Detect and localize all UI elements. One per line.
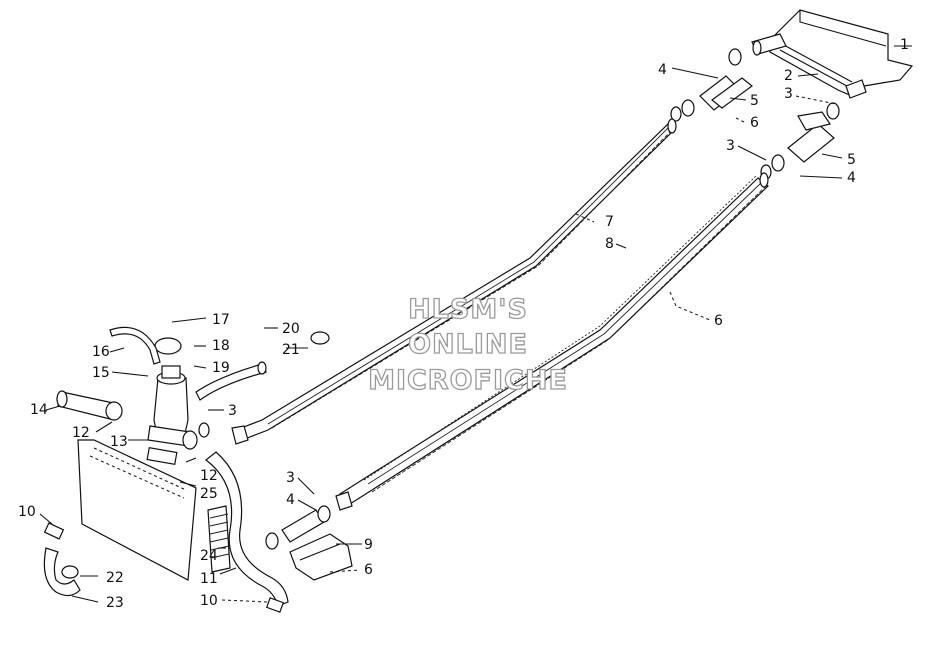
callout-4: 4 <box>286 492 295 508</box>
callout-6: 6 <box>364 562 373 578</box>
cooling-extrusion-upper <box>231 118 677 445</box>
overflow-hose <box>109 326 161 365</box>
watermark-line-2: ONLINE <box>408 329 528 360</box>
callout-12: 12 <box>72 425 90 441</box>
plate-outlet-tube <box>826 79 867 120</box>
leader-lines <box>39 45 912 603</box>
upper-connector-hose <box>670 75 753 122</box>
callout-6: 6 <box>714 313 723 329</box>
callout-labels: 1 2 3 4 5 6 3 5 4 7 8 6 17 20 16 18 21 1… <box>18 37 909 611</box>
cooling-extrusion-lower <box>335 172 769 511</box>
front-connector-hose <box>265 505 331 550</box>
hose-clamp-10a <box>43 522 65 540</box>
callout-14: 14 <box>30 402 48 418</box>
hose-clamp-10b <box>265 597 285 613</box>
callout-5: 5 <box>750 93 759 109</box>
callout-13: 13 <box>110 434 128 450</box>
lower-connector-hose <box>760 111 835 180</box>
callout-3: 3 <box>286 470 295 486</box>
callout-16: 16 <box>92 344 110 360</box>
clamp-22 <box>61 565 79 579</box>
callout-8: 8 <box>605 236 614 252</box>
callout-1: 1 <box>900 37 909 53</box>
callout-3: 3 <box>726 138 735 154</box>
callout-4: 4 <box>658 62 667 78</box>
vent-hose-clamp <box>257 361 267 375</box>
heat-exchanger-plate <box>769 9 914 97</box>
callout-6: 6 <box>750 115 759 131</box>
callout-10: 10 <box>18 504 36 520</box>
callout-5: 5 <box>847 152 856 168</box>
callout-12: 12 <box>200 468 218 484</box>
callout-25: 25 <box>200 486 218 502</box>
callout-11: 11 <box>200 571 218 587</box>
mounting-bracket <box>289 533 353 581</box>
callout-3: 3 <box>228 403 237 419</box>
hose-clamp-21 <box>310 331 330 345</box>
callout-2: 2 <box>784 68 793 84</box>
plate-inlet-tube <box>728 33 787 66</box>
drain-hose <box>43 547 81 597</box>
watermark: HLSM'S ONLINE MICROFICHE <box>367 293 568 396</box>
coolant-tank <box>153 337 189 441</box>
inlet-tube <box>56 390 123 421</box>
clamp-3-tank <box>198 422 210 438</box>
vent-hose <box>195 363 267 401</box>
callout-21: 21 <box>282 342 300 358</box>
callout-15: 15 <box>92 365 110 381</box>
engine-housing <box>77 439 197 581</box>
tee-fitting <box>146 425 198 466</box>
callout-20: 20 <box>282 321 300 337</box>
callout-17: 17 <box>212 312 230 328</box>
callout-7: 7 <box>605 214 614 230</box>
callout-18: 18 <box>212 338 230 354</box>
callout-22: 22 <box>106 570 124 586</box>
callout-3: 3 <box>784 86 793 102</box>
callout-9: 9 <box>364 537 373 553</box>
watermark-line-1: HLSM'S <box>408 294 528 325</box>
callout-24: 24 <box>200 548 218 564</box>
callout-19: 19 <box>212 360 230 376</box>
callout-4: 4 <box>847 170 856 186</box>
callout-10: 10 <box>200 593 218 609</box>
thermostat-spring <box>207 505 231 573</box>
watermark-line-3: MICROFICHE <box>368 365 568 396</box>
callout-23: 23 <box>106 595 124 611</box>
